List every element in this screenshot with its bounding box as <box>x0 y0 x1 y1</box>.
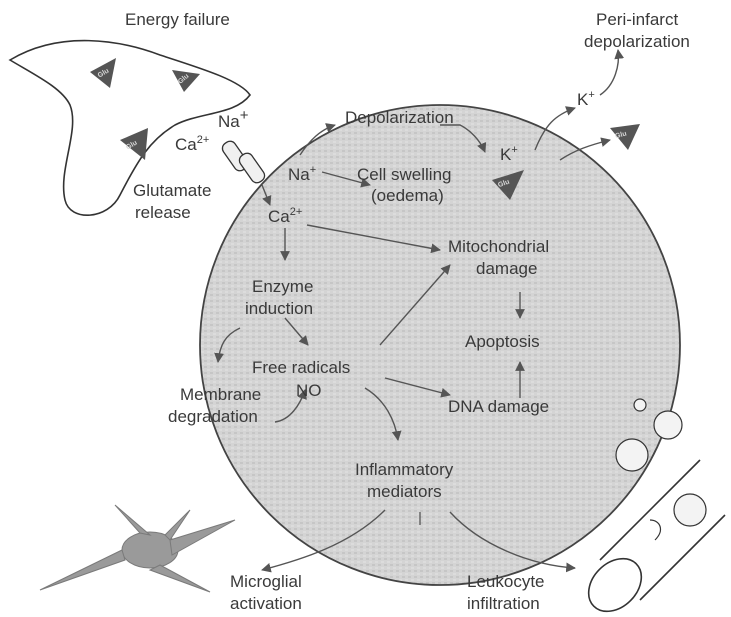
label-depolarization: Depolarization <box>345 108 454 127</box>
label-leukocyte-line1: Leukocyte <box>467 572 545 591</box>
label-energy-failure: Energy failure <box>125 10 230 29</box>
ion-channel <box>220 139 267 185</box>
glu-vesicle-2: Glu <box>172 70 200 92</box>
label-k-outside: K+ <box>577 89 595 109</box>
label-leukocyte-line2: infiltration <box>467 594 540 613</box>
label-enzyme-line2: induction <box>245 299 313 318</box>
glu-vesicle-released-2: Glu <box>610 124 640 150</box>
label-ca-outside: Ca2+ <box>175 134 209 154</box>
label-membrane-line1: Membrane <box>180 385 261 404</box>
label-no: NO <box>296 381 322 400</box>
label-inflammatory-line1: Inflammatory <box>355 460 454 479</box>
label-peri-infarct-line1: Peri-infarct <box>596 10 678 29</box>
label-free-radicals: Free radicals <box>252 358 350 377</box>
label-dna-damage: DNA damage <box>448 397 549 416</box>
label-mitochondrial-line2: damage <box>476 259 537 278</box>
label-inflammatory-line2: mediators <box>367 482 442 501</box>
label-apoptosis: Apoptosis <box>465 332 540 351</box>
label-glutamate-release-line1: Glutamate <box>133 181 211 200</box>
label-mitochondrial-line1: Mitochondrial <box>448 237 549 256</box>
label-microglial-line1: Microglial <box>230 572 302 591</box>
microglia-cell <box>40 505 235 592</box>
label-enzyme-line1: Enzyme <box>252 277 313 296</box>
glu-vesicle-3: Glu <box>120 128 148 160</box>
label-cell-swelling-line1: Cell swelling <box>357 165 451 184</box>
label-microglial-line2: activation <box>230 594 302 613</box>
glu-vesicle-1: Glu <box>90 58 116 88</box>
label-cell-swelling-line2: (oedema) <box>371 186 444 205</box>
label-peri-infarct-line2: depolarization <box>584 32 690 51</box>
label-glutamate-release-line2: release <box>135 203 191 222</box>
label-membrane-line2: degradation <box>168 407 258 426</box>
presynaptic-terminal <box>10 41 250 216</box>
